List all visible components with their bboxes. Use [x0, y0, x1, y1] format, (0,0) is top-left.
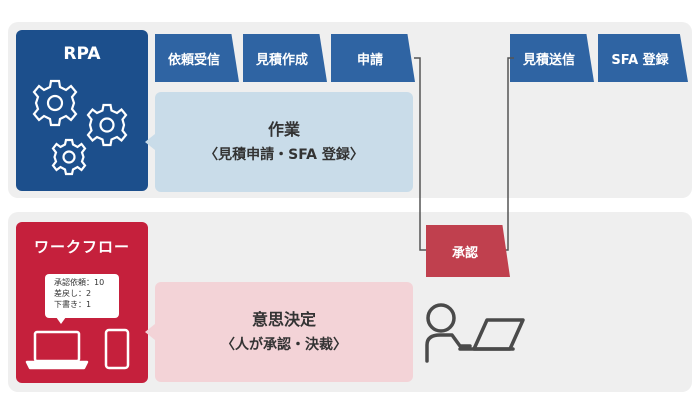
task-detail: 〈見積申請・SFA 登録〉: [204, 147, 364, 163]
rpa-title: RPA: [63, 44, 101, 64]
workflow-decision-bubble: 意思決定 〈人が承認・決裁〉: [145, 282, 413, 382]
step-request-received: 依頼受信: [155, 34, 239, 82]
step-approve: 承認: [426, 225, 510, 277]
notice-drafts: 下書き：1: [54, 300, 92, 309]
task-title: 作業: [267, 120, 300, 139]
rpa-task-bubble: 作業 〈見積申請・SFA 登録〉: [145, 92, 413, 192]
step-sfa-register: SFA 登録: [598, 34, 688, 82]
notice-pointer: [56, 317, 66, 324]
notice-approval-requests: 承認依頼：10: [54, 278, 105, 287]
bubble-pointer: [145, 134, 155, 150]
step-create-quote: 見積作成: [243, 34, 327, 82]
bubble-pointer: [145, 324, 155, 340]
notification-card: 承認依頼：10 差戻し：2 下書き：1: [45, 274, 119, 318]
step-apply: 申請: [331, 34, 415, 82]
decision-title: 意思決定: [251, 310, 316, 329]
decision-detail: 〈人が承認・決裁〉: [221, 337, 347, 353]
workflow-title: ワークフロー: [33, 238, 130, 256]
step-send-quote: 見積送信: [510, 34, 594, 82]
notice-returned: 差戻し：2: [54, 289, 92, 298]
